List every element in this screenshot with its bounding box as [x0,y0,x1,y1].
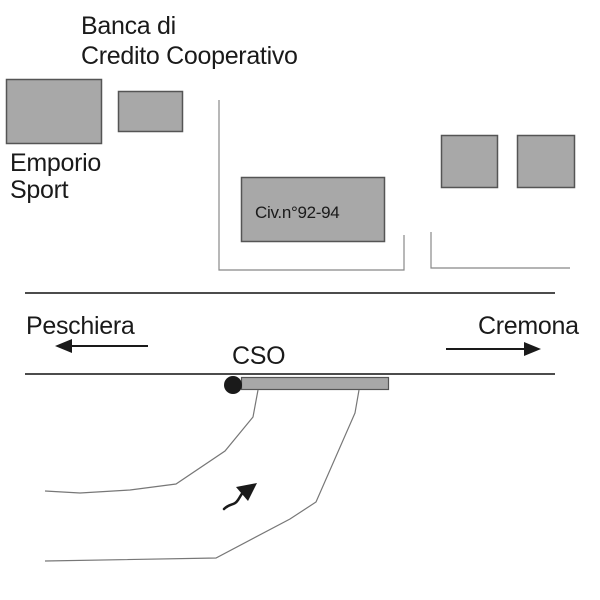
channel-bank-left [44,389,259,494]
building-right-2 [516,134,576,189]
building-right-1 [440,134,499,189]
cso-outfall-point [224,376,242,394]
building-emporio-sport [5,78,103,145]
channel-bank-right [44,389,360,562]
cso-label: CSO [232,342,286,370]
arrow-left-icon [55,339,148,353]
property-boundary-left [218,100,405,271]
bank-label-line2: Credito Cooperativo [81,42,298,70]
bank-label-line1: Banca di [81,12,176,40]
property-boundary-right [430,232,570,269]
building-banca [117,90,184,133]
flow-arrow-icon [222,483,257,511]
cso-structure [240,376,390,391]
civic-number-label: Civ.n°92-94 [255,203,340,222]
direction-label-cremona: Cremona [478,312,579,340]
emporio-label-line2: Sport [10,176,69,204]
arrow-right-icon [446,342,541,356]
emporio-label-line1: Emporio [10,149,101,177]
building-civic-92-94 [240,176,386,243]
direction-label-peschiera: Peschiera [26,312,135,340]
